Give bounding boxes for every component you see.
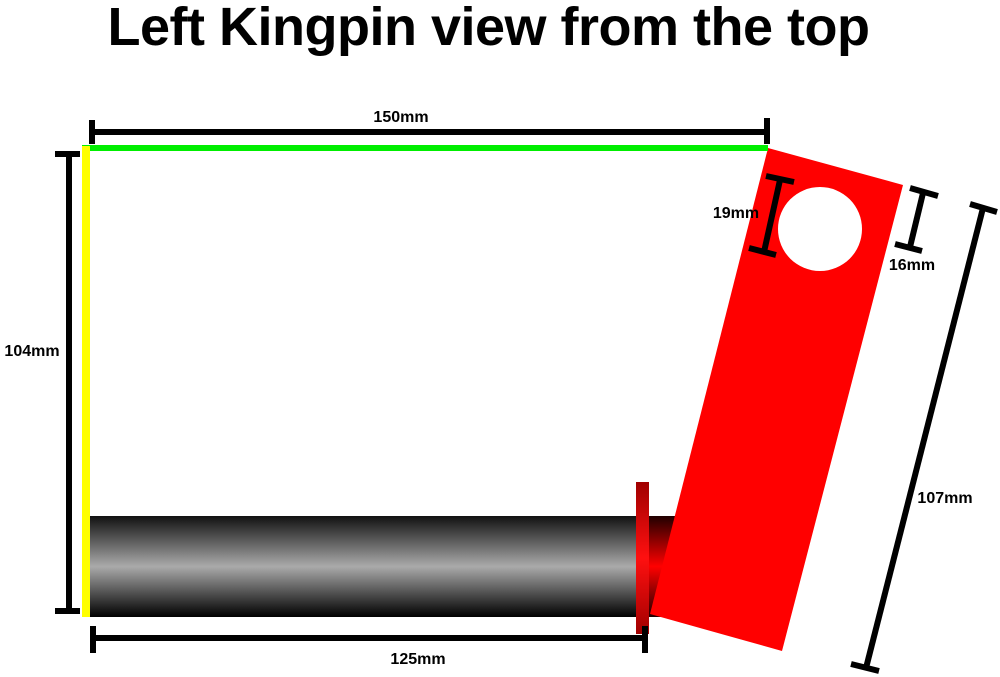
dim-19 [748, 173, 795, 258]
diagram-title: Left Kingpin view from the top [107, 0, 870, 57]
dim-150 [89, 118, 770, 144]
axle-flange [636, 482, 649, 634]
kingpin-hole [778, 187, 862, 271]
dim-label-19: 19mm [713, 205, 759, 222]
dim-125 [90, 626, 648, 653]
axle-tube [90, 516, 640, 617]
steering-arm-plate [650, 148, 903, 651]
dim-label-150: 150mm [373, 109, 428, 126]
dim-label-107: 107mm [917, 490, 972, 507]
dim-label-125: 125mm [390, 651, 445, 668]
dim-107 [850, 201, 998, 674]
dim-104 [55, 151, 80, 614]
dim-label-104: 104mm [4, 343, 59, 360]
dim-16 [894, 185, 939, 254]
dim-label-16: 16mm [889, 257, 935, 274]
